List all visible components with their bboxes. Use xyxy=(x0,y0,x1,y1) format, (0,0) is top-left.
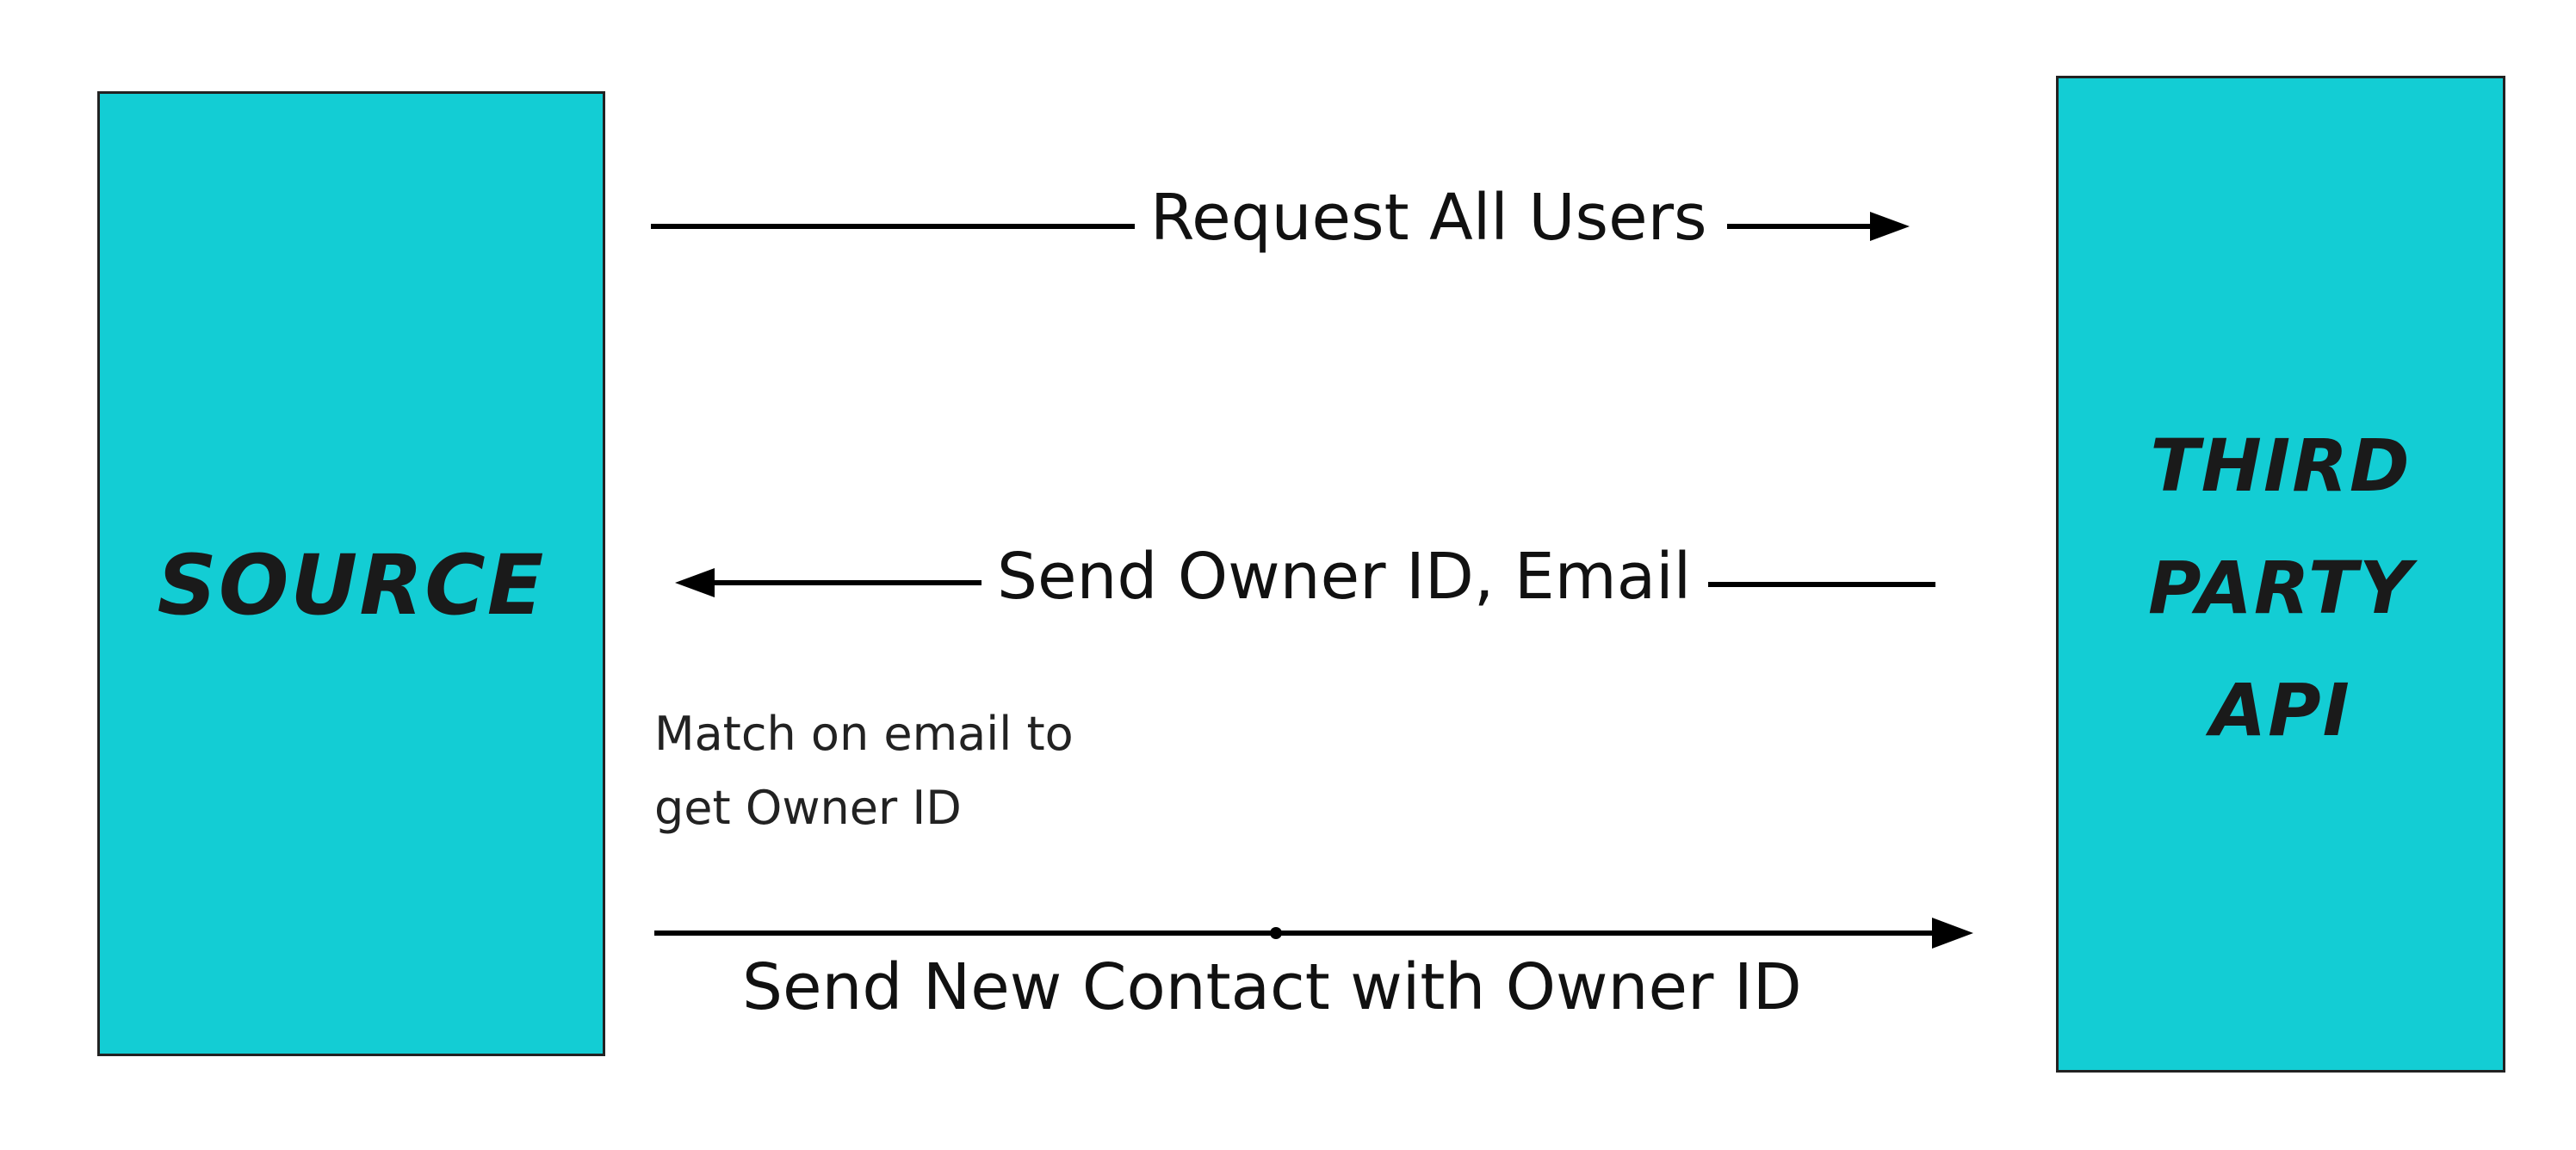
match-note: Match on email to get Owner ID xyxy=(654,697,1074,845)
source-box xyxy=(97,91,605,1056)
send-owner-id-email-label: Send Owner ID, Email xyxy=(997,540,1692,614)
third-party-api-box xyxy=(2056,76,2505,1073)
send-new-contact-label: Send New Contact with Owner ID xyxy=(742,950,1802,1024)
match-note-line-2: get Owner ID xyxy=(654,781,962,835)
contact-arrow-midpoint xyxy=(1270,927,1282,939)
response-arrow-head xyxy=(675,568,715,597)
contact-arrow-head xyxy=(1932,918,1973,949)
third-party-api-label: THIRD PARTY API xyxy=(2056,405,2505,771)
match-note-line-1: Match on email to xyxy=(654,707,1074,761)
request-arrow-head xyxy=(1870,212,1910,241)
source-label: SOURCE xyxy=(157,537,546,634)
third-party-label-line-1: THIRD xyxy=(2150,424,2412,508)
third-party-label-line-2: PARTY xyxy=(2148,546,2413,630)
third-party-label-line-3: API xyxy=(2210,668,2351,752)
request-all-users-label: Request All Users xyxy=(1150,181,1707,255)
